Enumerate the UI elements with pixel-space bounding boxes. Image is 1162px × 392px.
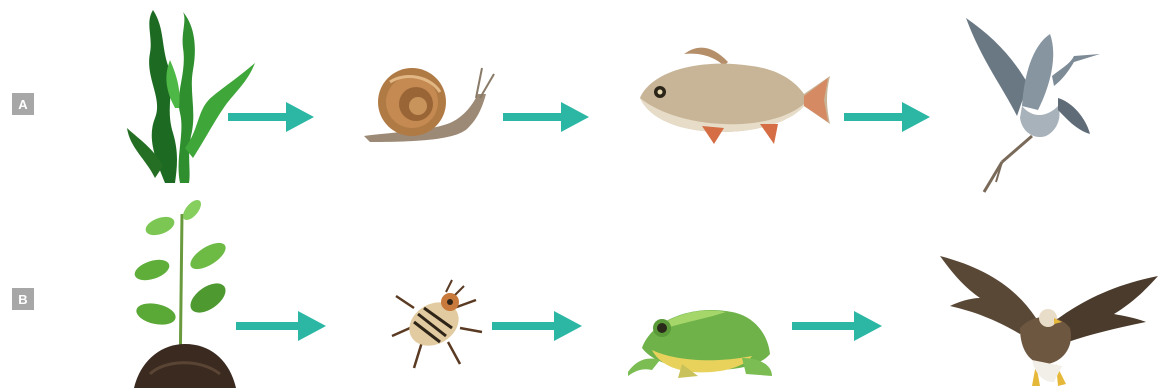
arrow-icon [228, 100, 316, 134]
arrow-icon [503, 100, 591, 134]
frog-icon [622, 298, 774, 378]
heron-icon [962, 6, 1104, 196]
row-label-b: B [12, 288, 34, 310]
seaweed-icon [125, 8, 265, 186]
eagle-icon [936, 248, 1160, 390]
fish-icon [632, 40, 832, 155]
row-label-a: A [12, 93, 34, 115]
seedling-icon [130, 194, 240, 390]
arrow-icon [792, 309, 884, 343]
beetle-icon [388, 278, 488, 374]
arrow-icon [844, 100, 932, 134]
arrow-icon [492, 309, 584, 343]
arrow-icon [236, 309, 328, 343]
snail-icon [360, 62, 500, 147]
